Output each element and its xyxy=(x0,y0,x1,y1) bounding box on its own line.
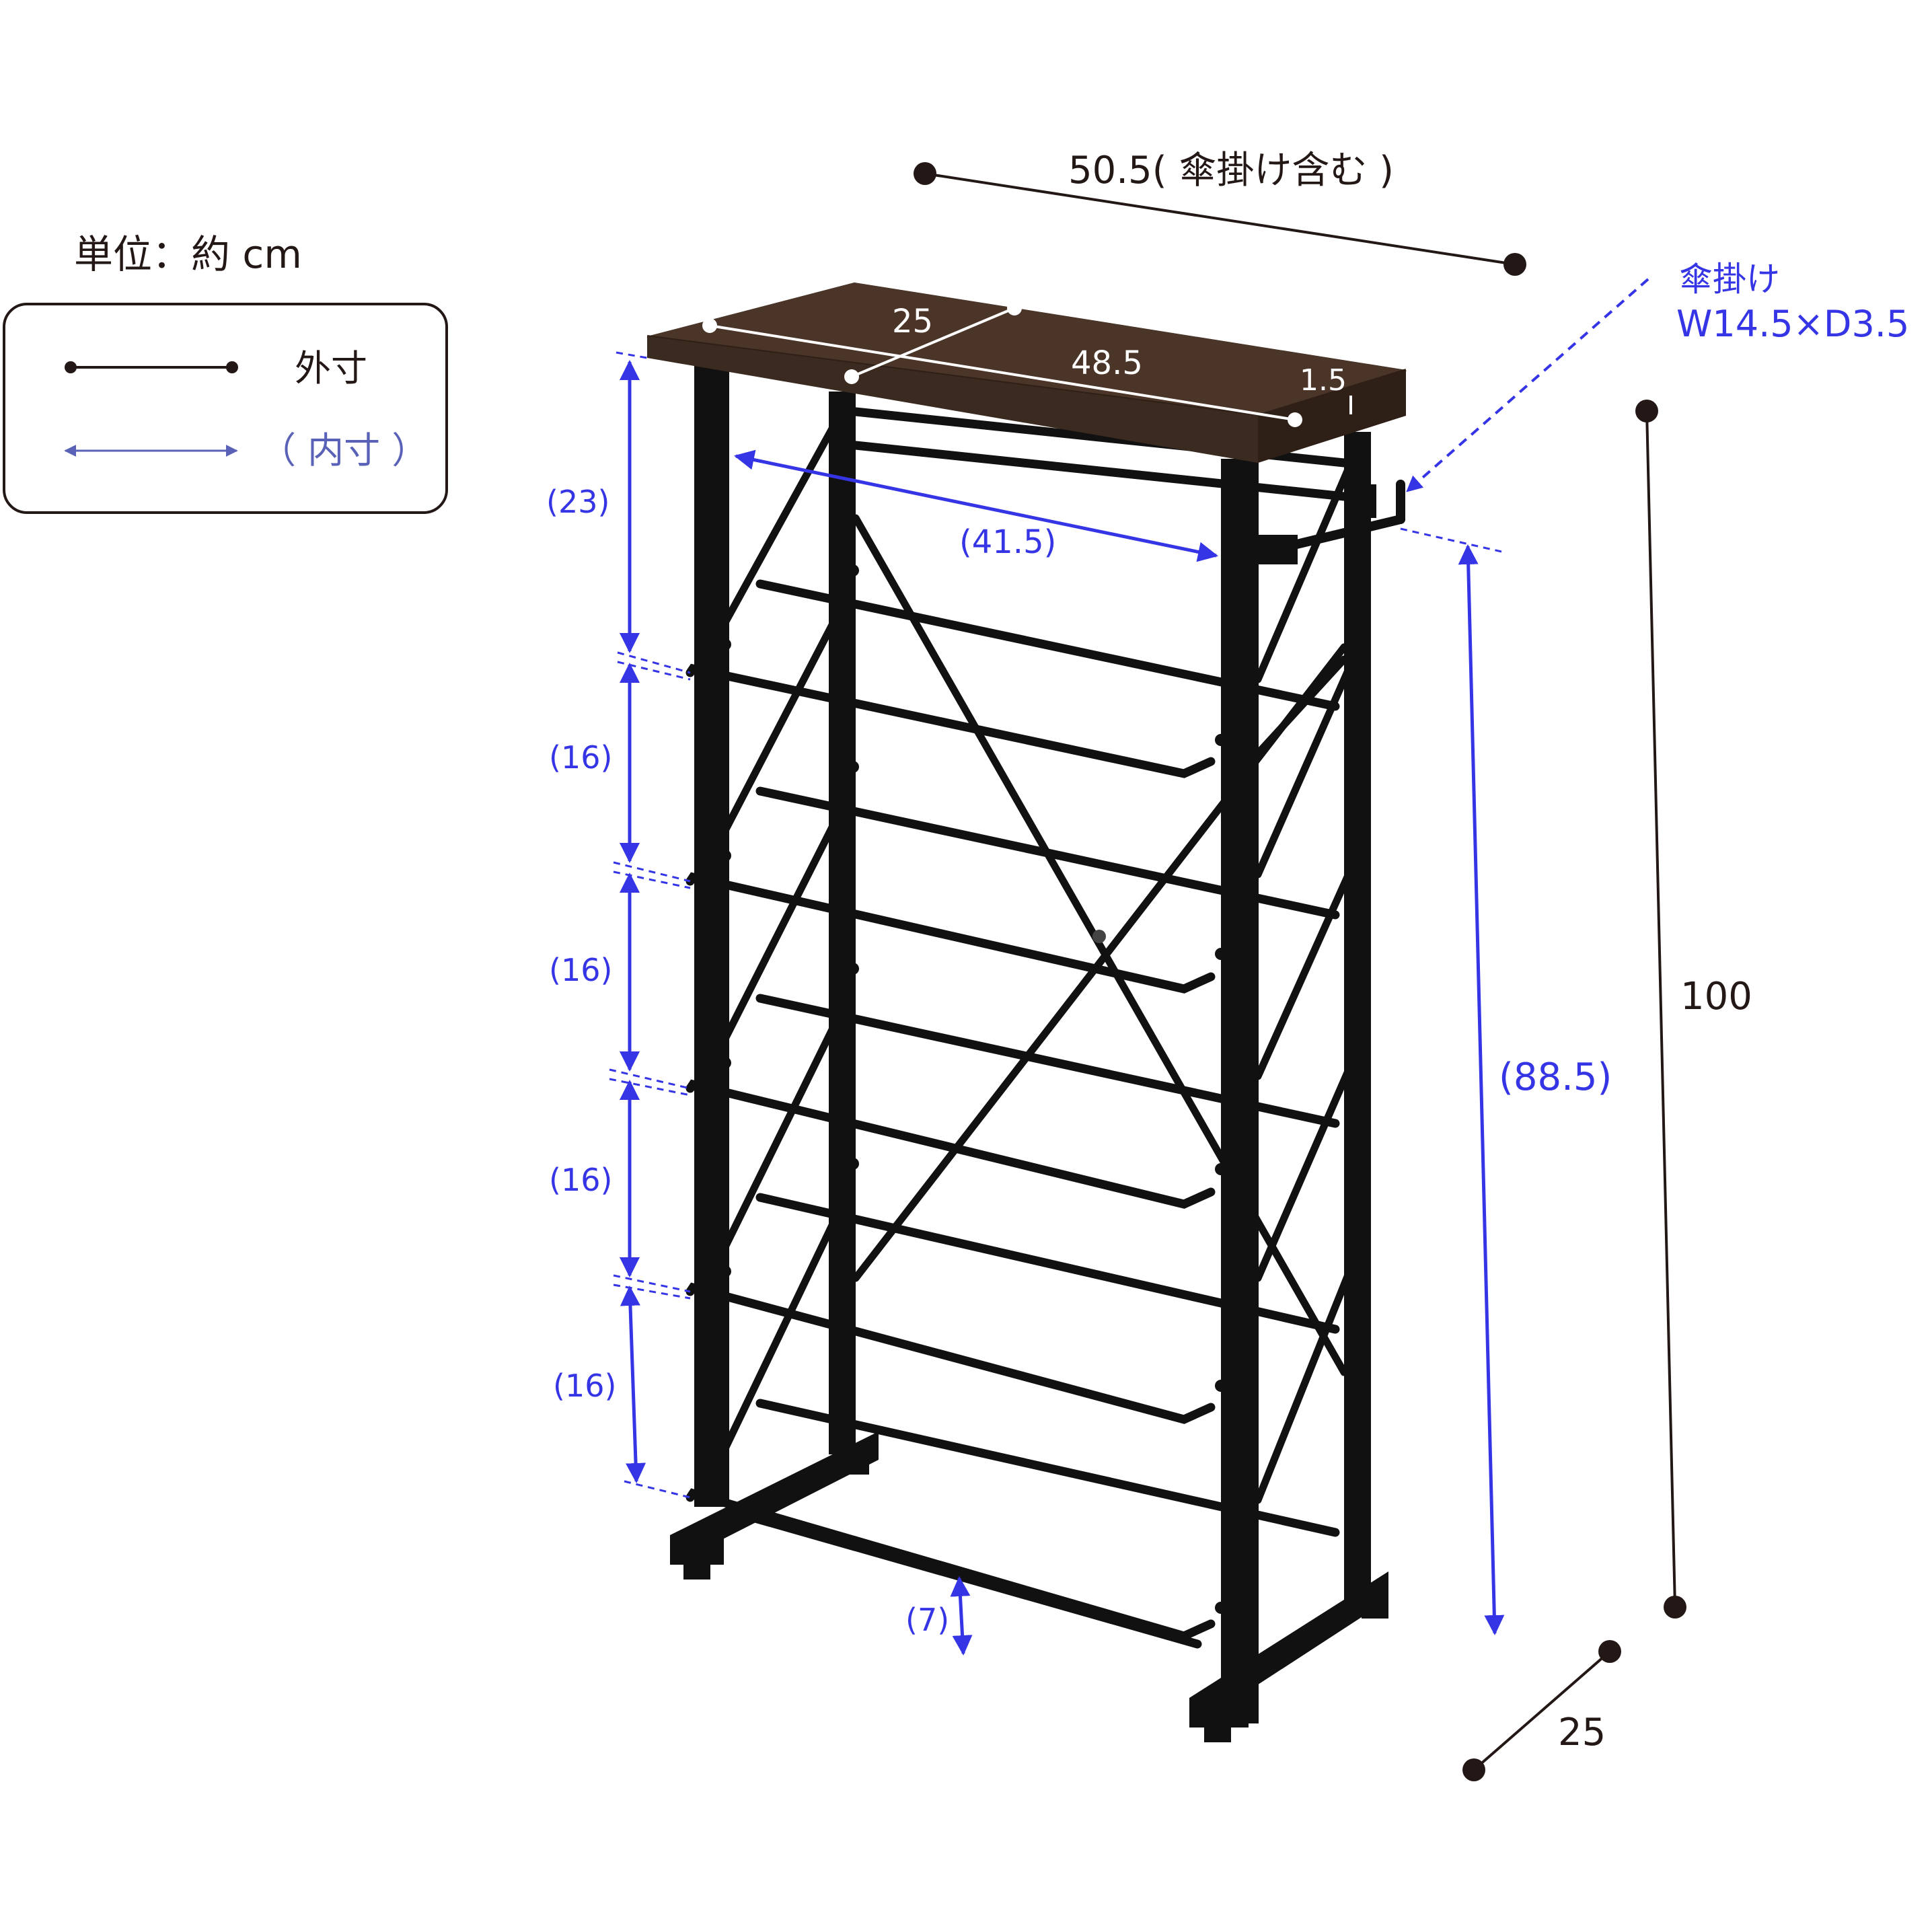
front-right-post xyxy=(1221,459,1259,1723)
legend-box: 外寸 （ 内寸 ） xyxy=(3,303,448,514)
shelf-gap-extension-lines xyxy=(609,351,691,1499)
shoe-rack-illustration: 25 48.5 1.5 xyxy=(646,283,1407,1742)
brace-joint xyxy=(1092,930,1106,943)
shelf-gap-1-label: (16) xyxy=(549,739,612,776)
rear-right-post xyxy=(1344,432,1371,1616)
depth-label: 25 xyxy=(1558,1711,1606,1754)
top-board-dimensions xyxy=(709,307,1352,421)
shelf-gap-2-label: (16) xyxy=(549,952,612,988)
unit-label: 単位：約 cm xyxy=(74,231,302,277)
front-left-post xyxy=(694,363,729,1507)
base-feet xyxy=(670,1432,1388,1742)
umbrella-hanger xyxy=(1255,480,1405,564)
total-width-label: 50.5( 傘掛け含む ) xyxy=(1068,149,1394,192)
shelf-gap-3-label: (16) xyxy=(549,1162,612,1198)
top-board-dim-dots xyxy=(702,301,1302,427)
top-depth-label: 25 xyxy=(892,303,933,340)
umbrella-title: 傘掛け xyxy=(1679,260,1780,299)
inner-height-label: (88.5) xyxy=(1499,1055,1612,1099)
bottom-gap-label: (7) xyxy=(905,1602,949,1638)
umbrella-size: W14.5×D3.5 xyxy=(1676,303,1909,345)
dim-depth xyxy=(1462,1640,1621,1781)
dim-inner-height xyxy=(1458,544,1505,1635)
legend-inner-label: （ 内寸 ） xyxy=(260,429,428,472)
inner-width-label: (41.5) xyxy=(959,523,1056,561)
inner-height-ext xyxy=(1400,527,1502,553)
legend-outer-label: 外寸 xyxy=(295,347,367,389)
height-label: 100 xyxy=(1680,975,1752,1018)
top-thickness-label: 1.5 xyxy=(1300,363,1347,398)
rear-cross-brace xyxy=(852,514,1348,1376)
umbrella-leader-line xyxy=(1406,278,1649,492)
rear-left-post xyxy=(829,392,856,1454)
dim-inner-width xyxy=(734,449,1218,562)
top-gap-label: (23) xyxy=(546,484,609,520)
dim-shelf-gap-4 xyxy=(620,1286,646,1483)
shelf-gap-4-label: (16) xyxy=(553,1368,616,1404)
dim-bottom-gap xyxy=(950,1576,973,1656)
right-side-braces xyxy=(1254,443,1362,1504)
dim-height xyxy=(1635,400,1686,1619)
dim-total-width xyxy=(914,162,1526,276)
legend-outer-line xyxy=(65,361,238,373)
top-width-label: 48.5 xyxy=(1071,344,1143,382)
wood-top-board xyxy=(646,283,1407,463)
